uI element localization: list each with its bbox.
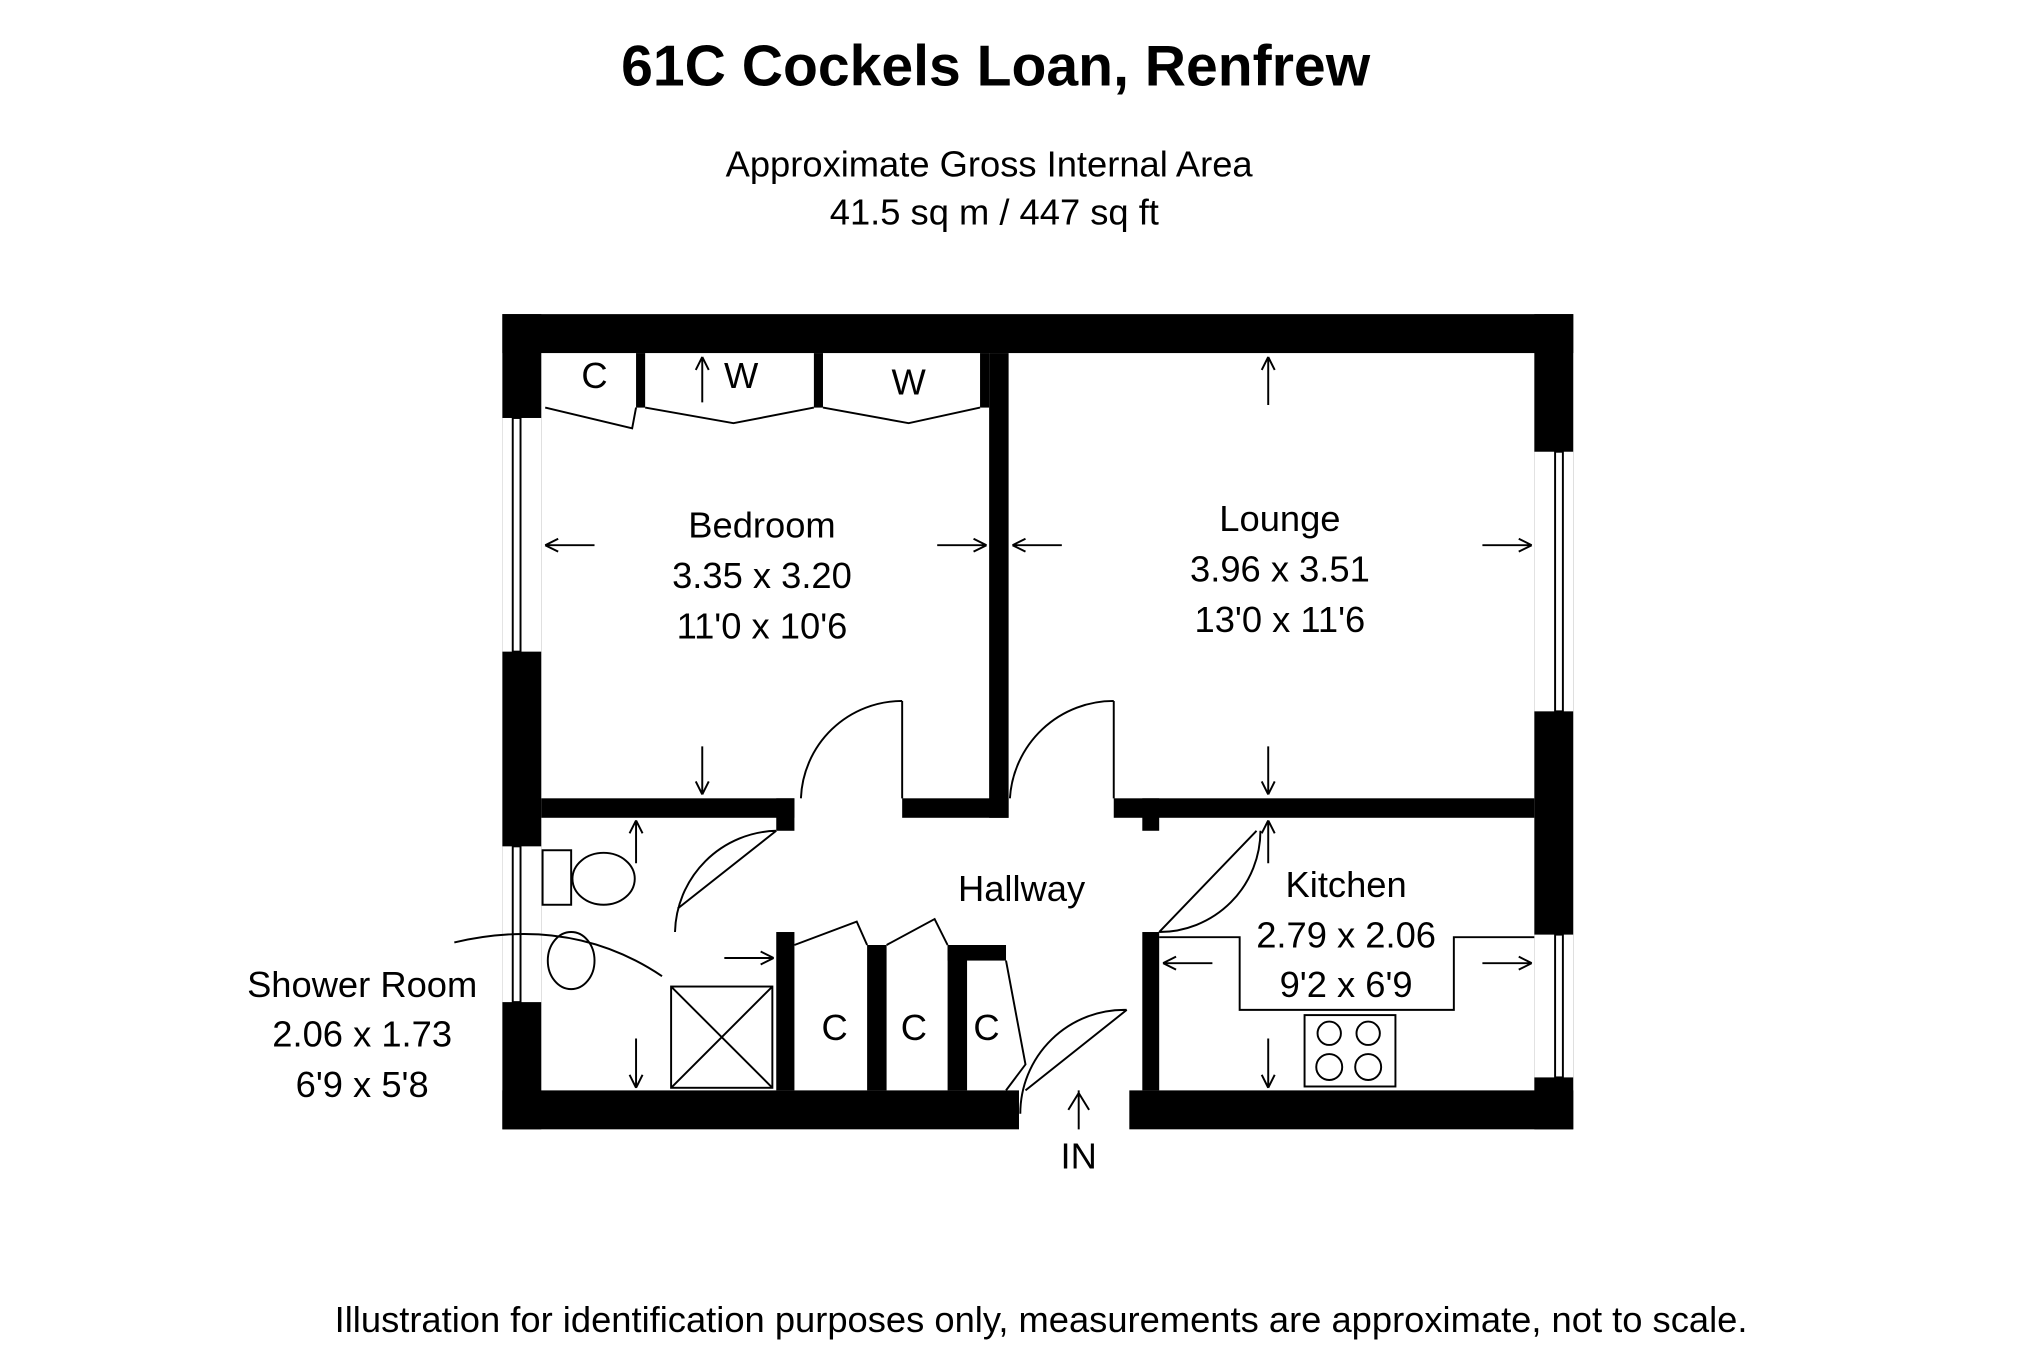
shower-name: Shower Room <box>247 964 477 1005</box>
bedroom-name: Bedroom <box>688 504 835 545</box>
bedroom-metric: 3.35 x 3.20 <box>672 555 852 596</box>
cupboard-label: C <box>901 1007 927 1048</box>
disclaimer: Illustration for identification purposes… <box>335 1299 1748 1340</box>
area-value: 41.5 sq m / 447 sq ft <box>830 192 1159 233</box>
entrance-label: IN <box>1061 1135 1097 1176</box>
cupboard-label: C <box>581 355 607 396</box>
lounge-metric: 3.96 x 3.51 <box>1190 549 1370 590</box>
measure-arrows <box>544 356 1533 1130</box>
shower-metric: 2.06 x 1.73 <box>272 1013 452 1054</box>
sink-icon <box>546 931 596 991</box>
kitchen-name: Kitchen <box>1286 864 1407 905</box>
room-labels: Bedroom 3.35 x 3.20 11'0 x 10'6 Lounge 3… <box>247 355 1436 1176</box>
entrance-arrow-icon <box>1067 1090 1090 1130</box>
kitchen-metric: 2.79 x 2.06 <box>1256 915 1436 956</box>
shower-tray-icon <box>670 985 774 1089</box>
toilet-icon <box>571 851 636 906</box>
bedroom-imperial: 11'0 x 10'6 <box>677 606 848 647</box>
lounge-imperial: 13'0 x 11'6 <box>1195 599 1366 640</box>
plan-title: 61C Cockels Loan, Renfrew <box>621 35 1371 99</box>
toilet-cistern-icon <box>541 849 573 906</box>
kitchen-imperial: 9'2 x 6'9 <box>1280 964 1413 1005</box>
walls <box>502 314 1574 1130</box>
area-label: Approximate Gross Internal Area <box>726 144 1254 185</box>
doors <box>454 406 1262 1114</box>
lounge-name: Lounge <box>1219 498 1340 539</box>
fixtures <box>541 849 1535 1089</box>
windows <box>502 417 1574 1079</box>
wardrobe-label: W <box>892 362 927 403</box>
shower-imperial: 6'9 x 5'8 <box>296 1064 429 1105</box>
cupboard-label: C <box>822 1007 848 1048</box>
hallway-name: Hallway <box>958 868 1086 909</box>
hob-icon <box>1303 1014 1397 1088</box>
cupboard-label: C <box>973 1007 999 1048</box>
wardrobe-label: W <box>724 355 759 396</box>
